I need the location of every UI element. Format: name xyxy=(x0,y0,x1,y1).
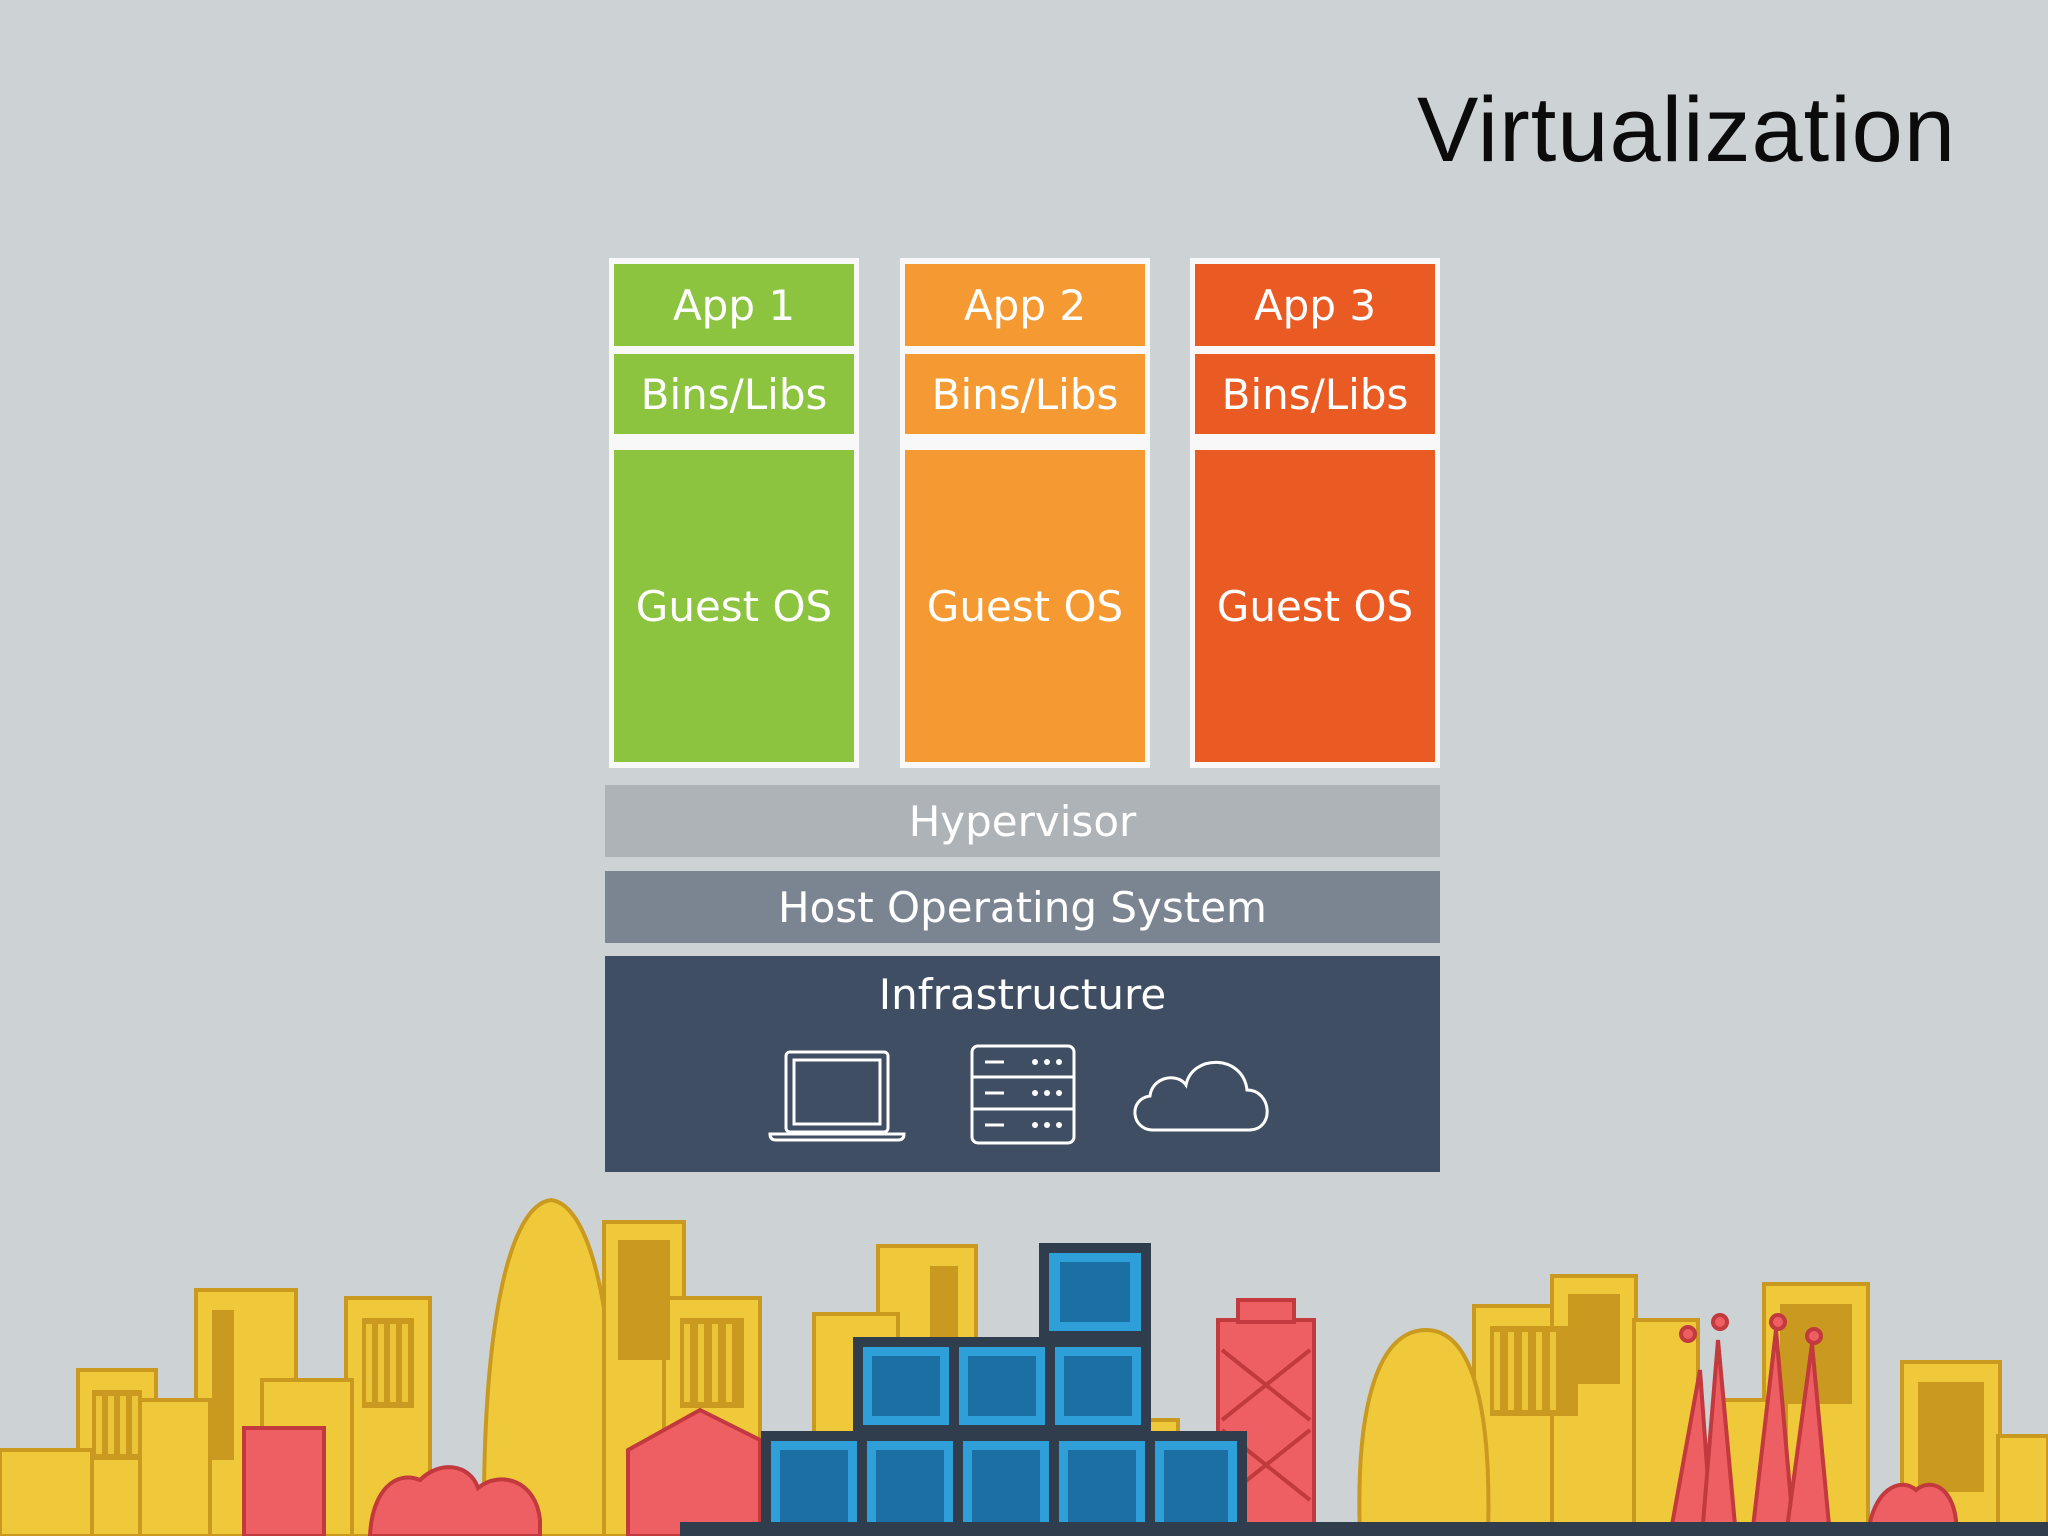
skyline-ground xyxy=(680,1522,2048,1536)
infrastructure-icons xyxy=(768,1044,1269,1145)
infrastructure-label: Infrastructure xyxy=(878,970,1167,1019)
guest-os-block: Guest OS xyxy=(1195,450,1435,762)
server-icon xyxy=(970,1044,1076,1145)
app-block: App 2 xyxy=(905,264,1145,346)
server-lights xyxy=(1032,1059,1062,1128)
guest-os-block: Guest OS xyxy=(905,450,1145,762)
bins-libs-block: Bins/Libs xyxy=(614,354,854,434)
bins-libs-block: Bins/Libs xyxy=(1195,354,1435,434)
city-skyline-illustration xyxy=(0,1197,2048,1536)
vm-stack-2: App 2 Bins/Libs Guest OS xyxy=(900,258,1150,768)
guest-os-block: Guest OS xyxy=(614,450,854,762)
slide-title: Virtualization xyxy=(1416,79,1956,181)
vm-stack-1: App 1 Bins/Libs Guest OS xyxy=(609,258,859,768)
laptop-icon xyxy=(768,1050,906,1142)
bins-libs-block: Bins/Libs xyxy=(905,354,1145,434)
app-block: App 1 xyxy=(614,264,854,346)
app-block: App 3 xyxy=(1195,264,1435,346)
vm-stack-3: App 3 Bins/Libs Guest OS xyxy=(1190,258,1440,768)
cloud-icon xyxy=(1133,1060,1269,1132)
hypervisor-layer: Hypervisor xyxy=(605,785,1440,857)
infrastructure-layer: Infrastructure xyxy=(605,956,1440,1172)
host-os-layer: Host Operating System xyxy=(605,871,1440,943)
